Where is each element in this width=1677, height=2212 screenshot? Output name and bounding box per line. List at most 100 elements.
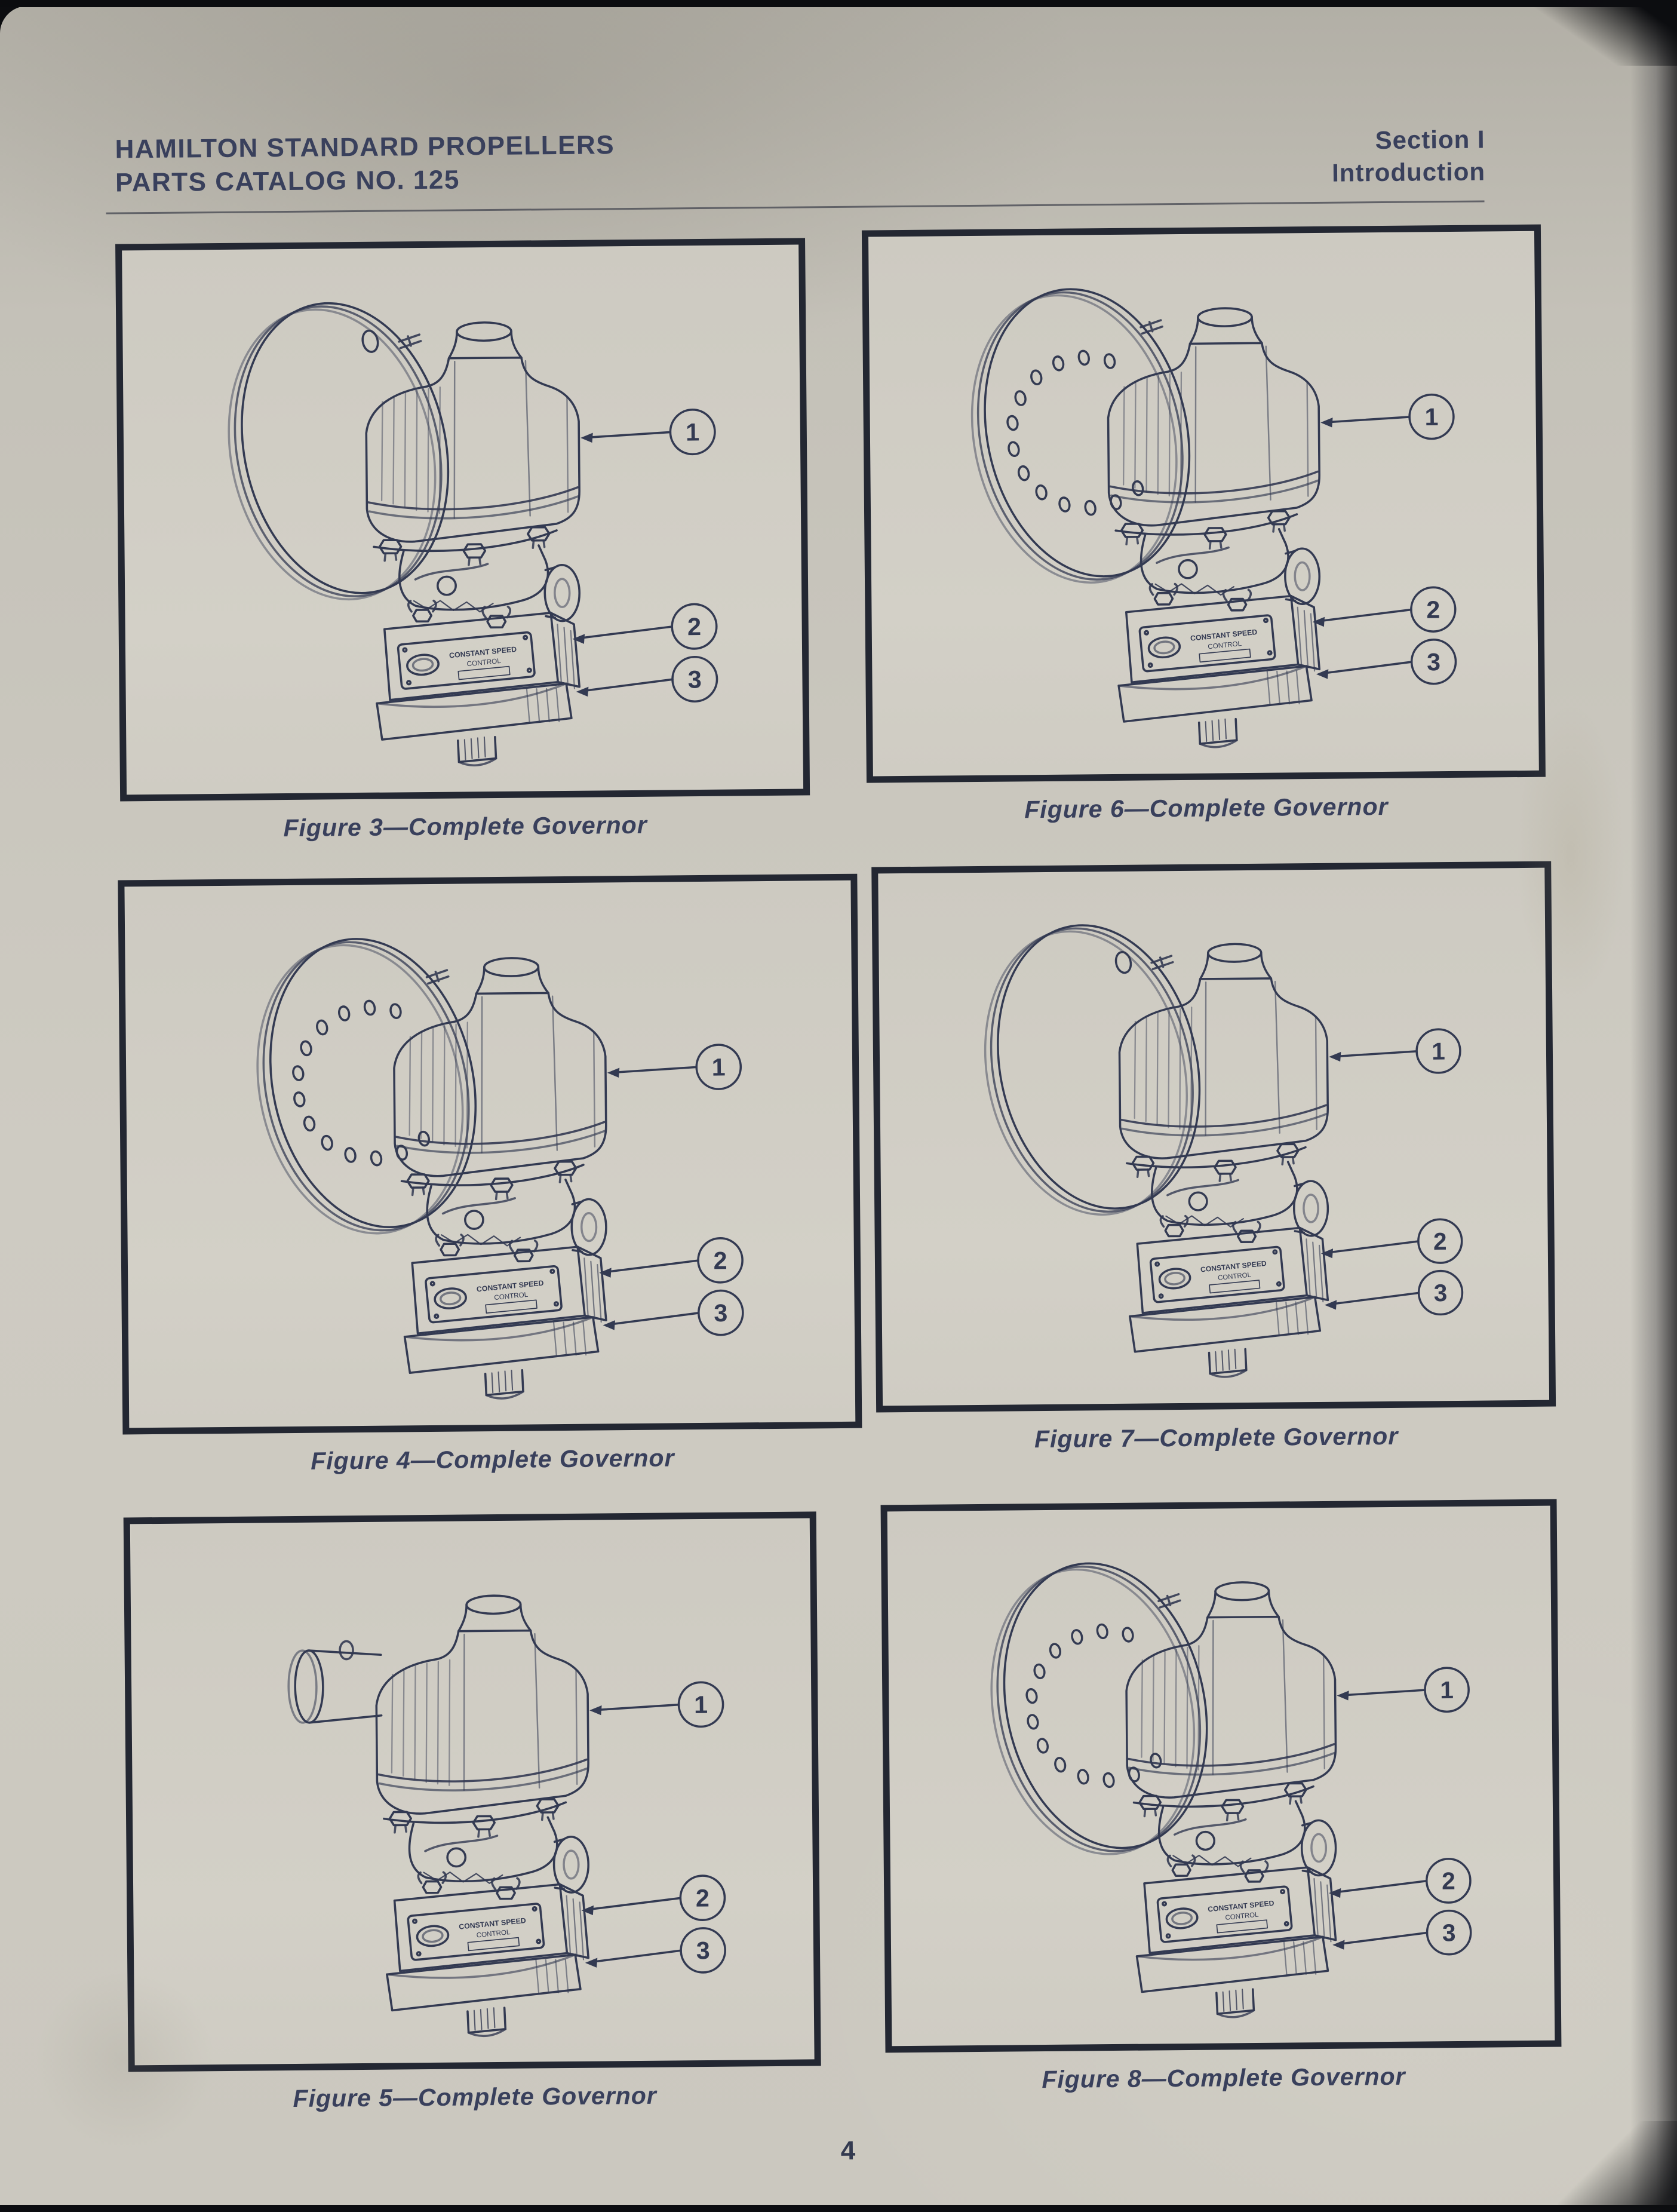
svg-text:CONTROL: CONTROL (466, 657, 502, 668)
svg-text:3: 3 (1434, 1279, 1448, 1306)
svg-text:CONSTANT SPEED: CONSTANT SPEED (449, 645, 517, 660)
head-cover (365, 321, 580, 543)
figure-caption: Figure 3—Complete Governor (283, 811, 647, 842)
spline-shaft (457, 735, 497, 766)
section-line2: Introduction (1331, 157, 1486, 187)
governor-illustration: CONSTANT SPEED CONTROL 1 2 (990, 1562, 1472, 2018)
svg-text:1: 1 (1432, 1038, 1445, 1065)
governor-mid-body (1151, 1161, 1329, 1244)
callout-3: 3 (1316, 639, 1457, 685)
figure-caption: Figure 5—Complete Governor (293, 2081, 657, 2113)
figure-frame: CONSTANT SPEED CONTROL 1 2 (880, 1499, 1562, 2053)
figure-frame: CONSTANT SPEED CONTROL 1 2 (123, 1511, 821, 2072)
figure-frame: CONSTANT SPEED CONTROL 1 2 (871, 861, 1556, 1413)
svg-text:CONTROL: CONTROL (1218, 1272, 1252, 1282)
catalog-title-line2: PARTS CATALOG NO. 125 (115, 165, 460, 198)
svg-text:CONSTANT SPEED: CONSTANT SPEED (1208, 1899, 1275, 1914)
governor-base: CONSTANT SPEED CONTROL (1129, 1226, 1329, 1378)
figure-6: CONSTANT SPEED CONTROL 1 2 (861, 224, 1546, 823)
svg-text:2: 2 (687, 613, 701, 640)
svg-text:CONTROL: CONTROL (494, 1291, 529, 1302)
mounting-disc (984, 924, 1201, 1216)
callout-3: 3 (603, 1289, 744, 1336)
governor-illustration: CONSTANT SPEED CONTROL 1 2 (970, 288, 1457, 748)
governor-body-group: CONSTANT SPEED CONTROL (1125, 1581, 1337, 2018)
section-line1: Section I (1375, 125, 1485, 155)
svg-text:3: 3 (688, 665, 702, 693)
callout-3: 3 (576, 655, 718, 703)
callout-2: 2 (599, 1237, 744, 1284)
callout-3: 3 (585, 1927, 726, 1974)
spline-shaft (466, 2007, 507, 2038)
head-flange (1114, 510, 1298, 550)
figure-5: CONSTANT SPEED CONTROL 1 2 (123, 1511, 821, 2112)
spline-shaft (1197, 717, 1238, 748)
section-heading: Section I Introduction (1246, 123, 1485, 189)
head-flange (373, 526, 558, 566)
callout-2: 2 (572, 603, 718, 650)
figure-7: CONSTANT SPEED CONTROL 1 2 (871, 861, 1556, 1453)
svg-text:2: 2 (1433, 1228, 1447, 1255)
governor-mid-body (398, 544, 581, 629)
governor-illustration: CONSTANT SPEED CONTROL 1 2 (984, 924, 1464, 1378)
governor-body-group: CONSTANT SPEED CONTROL (375, 1594, 589, 2038)
governor-mid-body (1157, 1800, 1337, 1883)
svg-text:1: 1 (694, 1691, 708, 1719)
governor-illustration: CONSTANT SPEED CONTROL 1 2 (228, 302, 718, 766)
figure-caption: Figure 4—Complete Governor (311, 1444, 675, 1475)
head-flange (383, 1798, 567, 1838)
callout-1: 1 (1337, 1667, 1470, 1713)
svg-text:3: 3 (1442, 1919, 1456, 1946)
head-flange (1132, 1782, 1314, 1822)
callout-1: 1 (589, 1681, 724, 1728)
head-cover (1125, 1581, 1337, 1799)
callout-1: 1 (607, 1044, 742, 1090)
figure-8: CONSTANT SPEED CONTROL 1 2 (880, 1499, 1562, 2093)
callout-3: 3 (1325, 1269, 1464, 1316)
governor-mid-body (408, 1816, 589, 1900)
svg-text:CONSTANT SPEED: CONSTANT SPEED (459, 1916, 527, 1931)
svg-text:CONTROL: CONTROL (1225, 1912, 1260, 1922)
svg-text:2: 2 (696, 1884, 710, 1912)
figure-frame: CONSTANT SPEED CONTROL 1 2 (118, 873, 862, 1435)
svg-text:2: 2 (713, 1247, 727, 1274)
svg-text:2: 2 (1426, 596, 1440, 624)
governor-base: CONSTANT SPEED CONTROL (1135, 1866, 1337, 2018)
svg-text:CONSTANT SPEED: CONSTANT SPEED (476, 1279, 544, 1294)
svg-text:1: 1 (1440, 1676, 1454, 1704)
svg-text:CONSTANT SPEED: CONSTANT SPEED (1200, 1259, 1267, 1274)
governor-illustration: CONSTANT SPEED CONTROL 1 2 (287, 1594, 726, 2038)
governor-mid-body (1140, 528, 1321, 612)
governor-body-group: CONSTANT SPEED CONTROL (1107, 307, 1321, 748)
svg-text:1: 1 (1424, 403, 1438, 431)
nameplate: CONSTANT SPEED CONTROL (407, 1903, 545, 1961)
page-number: 4 (840, 2136, 856, 2166)
governor-body-group: CONSTANT SPEED CONTROL (365, 321, 581, 766)
catalog-title-line1: HAMILTON STANDARD PROPELLERS (115, 130, 615, 164)
governor-base: CONSTANT SPEED CONTROL (376, 612, 581, 766)
callout-1: 1 (580, 409, 716, 456)
governor-illustration: CONSTANT SPEED CONTROL 1 2 (256, 938, 744, 1400)
figure-caption: Figure 7—Complete Governor (1034, 1422, 1399, 1453)
svg-text:2: 2 (1442, 1867, 1455, 1895)
mounting-boss (287, 1640, 383, 1724)
scan-top-edge (0, 0, 1677, 7)
svg-text:CONTROL: CONTROL (476, 1928, 511, 1939)
governor-body-group: CONSTANT SPEED CONTROL (1118, 943, 1329, 1378)
catalog-title: HAMILTON STANDARD PROPELLERS PARTS CATAL… (115, 128, 615, 200)
figure-3: CONSTANT SPEED CONTROL 1 2 (115, 238, 810, 842)
svg-text:1: 1 (712, 1053, 726, 1081)
head-cover (1118, 943, 1329, 1159)
governor-base: CONSTANT SPEED CONTROL (1117, 594, 1321, 748)
callout-2: 2 (581, 1874, 726, 1921)
mounting-disc (228, 302, 450, 601)
figure-4: CONSTANT SPEED CONTROL 1 2 (118, 873, 862, 1475)
figure-frame: CONSTANT SPEED CONTROL 1 2 (861, 224, 1546, 783)
governor-base: CONSTANT SPEED CONTROL (403, 1245, 607, 1400)
head-flange (1126, 1143, 1307, 1182)
nameplate: CONSTANT SPEED CONTROL (1156, 1885, 1293, 1943)
svg-text:3: 3 (696, 1937, 710, 1964)
head-flange (400, 1160, 585, 1201)
